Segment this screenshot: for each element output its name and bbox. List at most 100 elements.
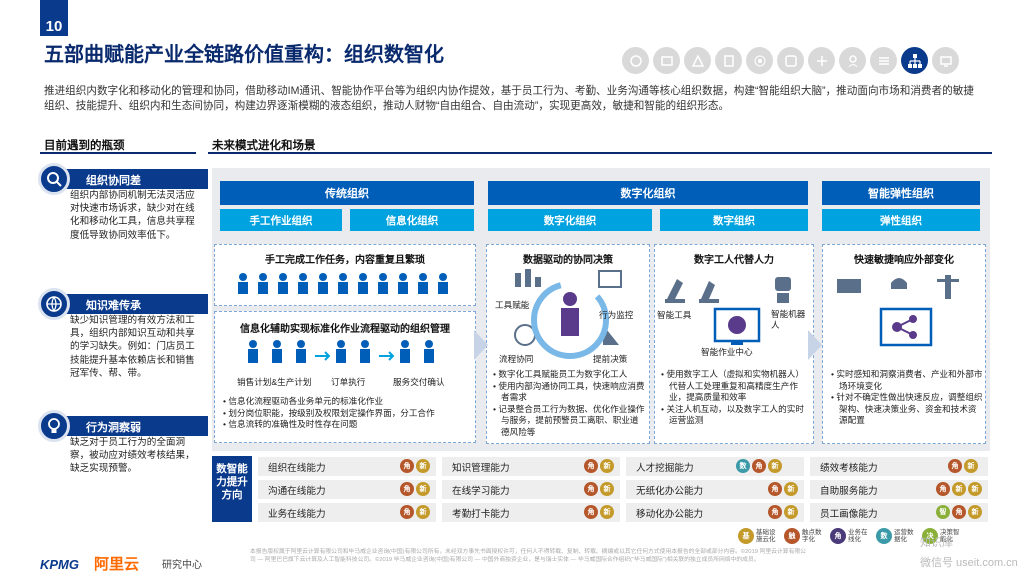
data-bullets: • 数字化工具赋能员工为数字化工人 • 使用内部沟通协同工具，快速响应消费者需求… — [493, 369, 647, 439]
capability-comm-online: 沟通在线能力 — [258, 480, 436, 499]
worker-bullet-2: • 关注人机互动，以及数字工人的实时运营监测 — [661, 403, 804, 426]
capability-label: 绩效考核能力 — [820, 462, 878, 474]
capability-label: 知识管理能力 — [452, 462, 510, 474]
nav-icon-9[interactable] — [870, 47, 897, 74]
badge-new: 新 — [784, 505, 798, 519]
legend-glyph: 决 — [922, 528, 938, 544]
worker-label-robot: 智能机器人 — [771, 309, 806, 330]
badge-new: 新 — [600, 482, 614, 496]
badge-online: 角 — [400, 505, 414, 519]
process-label-plan: 销售计划&生产计划 — [237, 377, 312, 387]
manual-workers-icons — [238, 273, 448, 294]
agile-bullet-1: • 实时感知和洞察消费者、产业和外部市场环境变化 — [831, 369, 983, 391]
bottleneck-2-title: 知识难传承 — [58, 294, 208, 314]
right-section-header: 未来模式进化和场景 — [212, 140, 316, 152]
badge-online: 角 — [952, 505, 966, 519]
worker-bullet-1: • 使用数字工人（虚拟和实物机器人）代替人工处理重复和高精度生产作业，提高质量和… — [661, 369, 804, 403]
right-header-line — [208, 152, 992, 154]
badge-new: 新 — [964, 459, 978, 473]
legend-glyph: 基 — [738, 528, 754, 544]
capability-label: 业务在线能力 — [268, 508, 326, 520]
capability-mobile: 移动化办公能力 — [626, 503, 804, 522]
nav-icon-7[interactable] — [808, 47, 835, 74]
band-traditional: 传统组织 — [220, 181, 474, 205]
bottleneck-2-text: 缺少知识管理的有效方法和工具，组织内部知识互动和共享的学习缺失。例如：门店员工技… — [70, 315, 195, 379]
process-flow-icons — [248, 340, 434, 363]
page-title: 五部曲赋能产业全链路价值重构：组织数智化 — [44, 44, 444, 66]
nav-icon-6[interactable] — [777, 47, 804, 74]
badge-online: 角 — [584, 459, 598, 473]
process-bullet-2: • 划分岗位职能，按级别及权限划定操作界面，分工合作 — [223, 407, 435, 418]
left-header-line — [40, 152, 196, 154]
nav-icon-11[interactable] — [932, 47, 959, 74]
badge-new: 新 — [416, 459, 430, 473]
capability-label: 沟通在线能力 — [268, 485, 326, 497]
capability-attendance: 考勤打卡能力 — [442, 503, 620, 522]
capability-performance: 绩效考核能力 — [810, 457, 988, 476]
bottleneck-1: 组织协同差 组织内部协同机制无法灵活应对快速市场诉求，缺少对在线化和移动化工具，… — [38, 163, 210, 273]
nav-icon-3[interactable] — [684, 47, 711, 74]
aliyun-logo: 阿里云 — [94, 556, 140, 573]
org-chart-icon[interactable] — [901, 47, 928, 74]
nav-icon-1[interactable] — [622, 47, 649, 74]
bottleneck-3-title: 行为洞察弱 — [58, 416, 208, 436]
agile-bullets: • 实时感知和洞察消费者、产业和外部市场环境变化 • 针对不确定性做出快速反应，… — [831, 369, 983, 427]
badge-online: 角 — [752, 459, 766, 473]
badge-new: 新 — [600, 505, 614, 519]
capability-label: 考勤打卡能力 — [452, 508, 510, 520]
nav-icon-2[interactable] — [653, 47, 680, 74]
process-label-order: 订单执行 — [331, 377, 366, 387]
data-bullet-1: • 数字化工具赋能员工为数字化工人 — [493, 369, 628, 379]
badge-online: 角 — [400, 459, 414, 473]
badge-new: 新 — [600, 459, 614, 473]
badge-online: 角 — [948, 459, 962, 473]
legend: 基基础设施云化 触触点数字化 角业务在线化 数运营数据化 决决策智能化 — [738, 528, 962, 544]
capability-side-label: 数智能力提升方向 — [212, 456, 252, 522]
legend-glyph: 触 — [784, 528, 800, 544]
badge-new: 新 — [952, 482, 966, 496]
manual-panel: 手工完成工作任务，内容重复且繁琐 — [214, 244, 476, 306]
capability-biz-online: 业务在线能力 — [258, 503, 436, 522]
kpmg-logo: KPMG — [40, 557, 79, 572]
nav-icon-4[interactable] — [715, 47, 742, 74]
worker-bullets: • 使用数字工人（虚拟和实物机器人）代替人工处理重复和高精度生产作业，提高质量和… — [661, 369, 811, 427]
bottleneck-3-text: 缺乏对于员工行为的全面洞察，被动应对绩效考核结果，缺乏实现预警。 — [70, 437, 195, 475]
footer-disclaimer: 本报告版权属于阿里云计算有限公司和毕马威企业咨询(中国)有限公司所有，未经双方事… — [250, 549, 806, 563]
process-bullet-3: • 信息流转的准确性及时性存在问题 — [223, 419, 358, 430]
capability-label: 员工画像能力 — [820, 508, 878, 520]
worker-panel-title: 数字工人代替人力 — [694, 255, 774, 266]
data-panel: 数据驱动的协同决策 工具赋能 行为监控 流程协同 提前决策 • 数字化工具赋能员… — [486, 244, 650, 444]
data-panel-title: 数据驱动的协同决策 — [523, 255, 613, 266]
bottleneck-1-title: 组织协同差 — [58, 169, 208, 189]
bottleneck-1-text: 组织内部协同机制无法灵活应对快速市场诉求，缺少对在线化和移动化工具，信息共享程度… — [70, 190, 195, 241]
bottleneck-2: 知识难传承 缺少知识管理的有效方法和工具，组织内部知识互动和共享的学习缺失。例如… — [38, 288, 210, 398]
worker-panel: 数字工人代替人力 智能工具 智能机器人 智能作业中心 • 使用数字工人（虚拟和实… — [654, 244, 814, 444]
badge-online: 角 — [936, 482, 950, 496]
nav-icon-5[interactable] — [746, 47, 773, 74]
legend-item-touchpoint: 触触点数字化 — [784, 528, 824, 544]
sub-info: 信息化组织 — [350, 209, 474, 231]
process-bullet-1: • 信息化流程驱动各业务单元的标准化作业 — [223, 396, 384, 406]
capability-org-online: 组织在线能力 — [258, 457, 436, 476]
arrow-right-2 — [808, 330, 822, 360]
nav-icon-8[interactable] — [839, 47, 866, 74]
top-nav-icons — [622, 47, 959, 74]
badge-new: 新 — [416, 505, 430, 519]
badge-online: 角 — [768, 482, 782, 496]
badge-data: 数 — [736, 459, 750, 473]
watermark-wechat: 微信号 useit.com.cn — [920, 557, 1018, 569]
lightbulb-icon — [38, 410, 70, 442]
badge-online: 角 — [584, 482, 598, 496]
left-section-header: 目前遇到的瓶颈 — [44, 140, 125, 152]
sub-elastic: 弹性组织 — [822, 209, 980, 231]
legend-label: 决策智能化 — [940, 529, 960, 543]
sub-digital-1: 数字化组织 — [488, 209, 652, 231]
data-bullet-3: • 记录整合员工行为数据、优化作业操作与服务，提前预警员工离职、职业道德风险等 — [493, 403, 645, 437]
badge-new: 新 — [968, 482, 982, 496]
process-panel-title: 信息化辅助实现标准化作业流程驱动的组织管理 — [240, 324, 450, 335]
research-center-logo: 研究中心 — [162, 560, 202, 571]
legend-glyph: 数 — [876, 528, 892, 544]
badge-smart: 智 — [936, 505, 950, 519]
data-label-flow: 流程协同 — [499, 354, 534, 364]
process-panel: 信息化辅助实现标准化作业流程驱动的组织管理 销售计划&生产计划 订单执行 服务交… — [214, 311, 476, 443]
